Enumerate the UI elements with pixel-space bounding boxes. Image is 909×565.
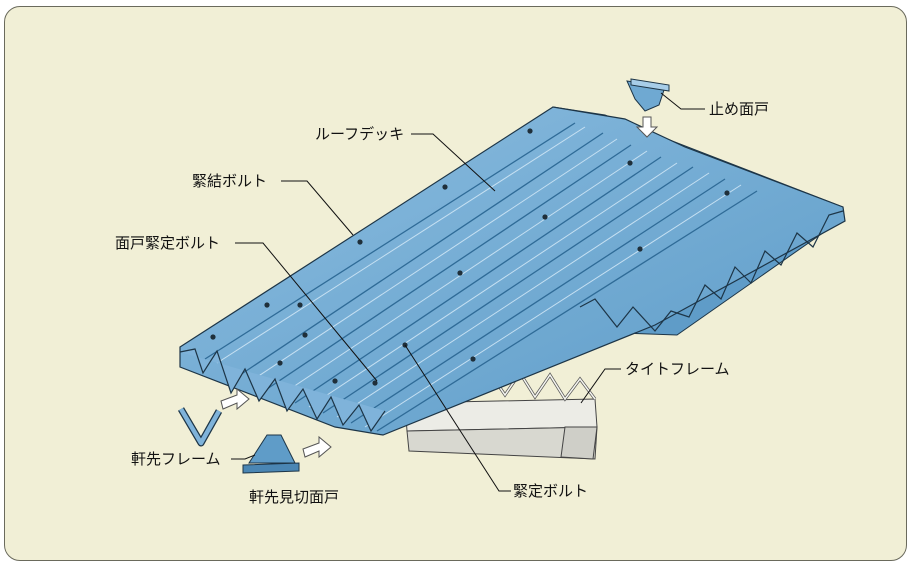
leader-lines — [231, 92, 705, 492]
label-stop-closure: 止め面戸 — [709, 100, 770, 118]
eave-closure-part — [242, 434, 332, 474]
label-fix-bolt: 緊定ボルト — [513, 482, 589, 500]
roof-deck-diagram — [177, 78, 846, 492]
label-eave-closure: 軒先見切面戸 — [249, 488, 340, 506]
stop-closure-part — [626, 78, 670, 138]
eave-frame-part — [177, 387, 250, 447]
diagram-frame: ルーフデッキ 緊結ボルト 面戸緊定ボルト 止め面戸 タイトフレーム 軒先フレーム… — [4, 6, 907, 561]
label-tight-frame: タイトフレーム — [625, 360, 730, 378]
label-eave-frame: 軒先フレーム — [131, 450, 221, 468]
label-closure-bolt: 面戸緊定ボルト — [115, 234, 221, 252]
label-roof-deck: ルーフデッキ — [315, 125, 405, 143]
label-tie-bolt: 緊結ボルト — [192, 172, 268, 190]
